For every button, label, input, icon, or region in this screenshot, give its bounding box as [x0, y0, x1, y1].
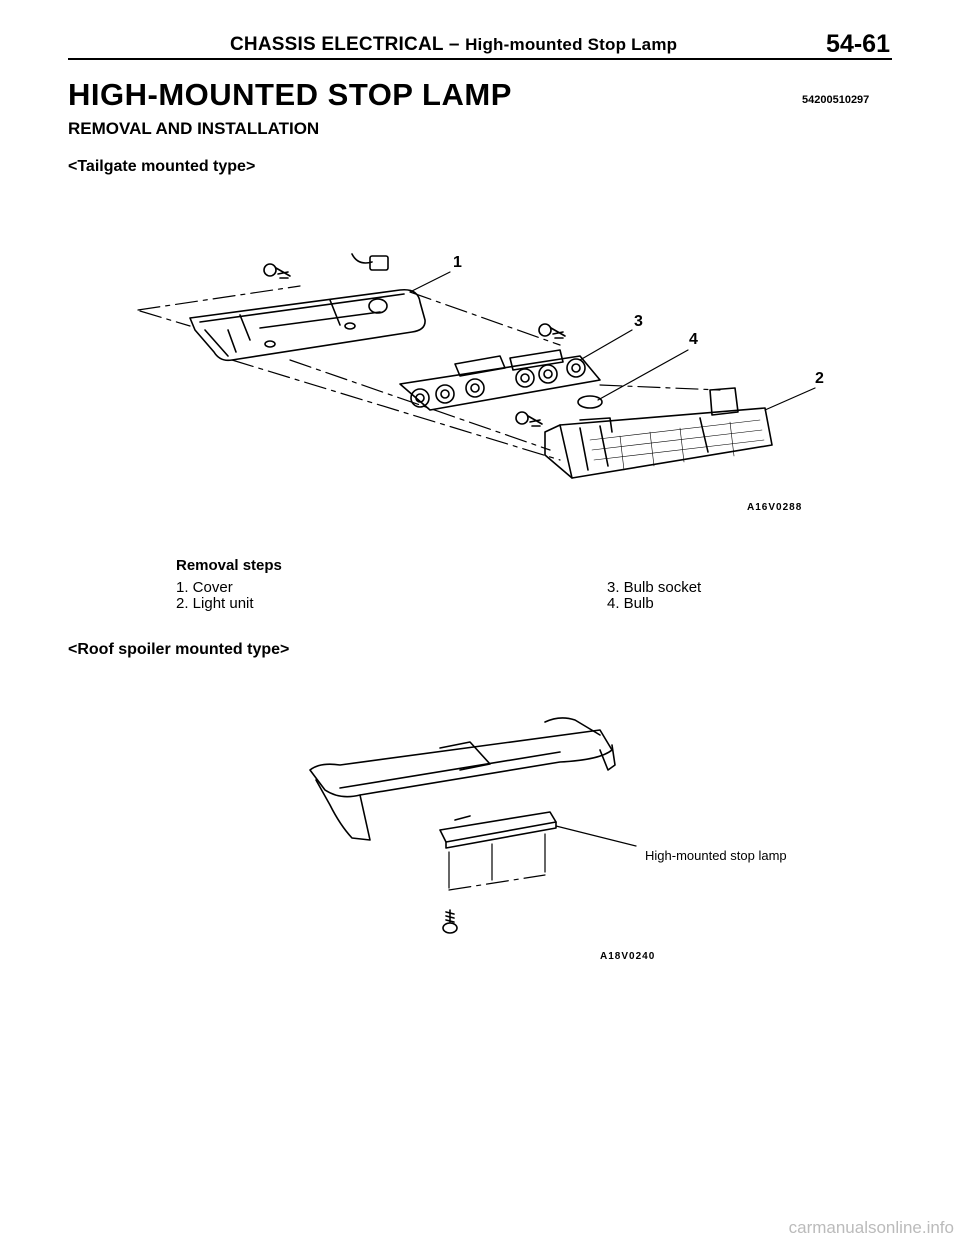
footer-watermark: carmanualsonline.info [788, 1218, 954, 1237]
connector-icon [351, 253, 389, 271]
step-item: 1. Cover [176, 579, 233, 596]
header-topic: High-mounted Stop Lamp [465, 35, 678, 54]
leader-lines [409, 271, 816, 411]
tailgate-exploded-diagram [137, 253, 816, 479]
header-dash: – [448, 34, 460, 55]
step-item: 3. Bulb socket [607, 579, 702, 596]
stop-lamp-unit [439, 811, 557, 849]
callout-2: 2 [815, 370, 824, 387]
alignment-lines [137, 285, 721, 461]
bulb [577, 395, 603, 409]
light-unit [544, 387, 773, 479]
doc-code: 54200510297 [802, 94, 870, 106]
callout-3: 3 [634, 313, 643, 330]
page-number: 54-61 [826, 30, 890, 58]
header-title: CHASSIS ELECTRICAL – High-mounted Stop L… [230, 34, 677, 56]
header-section: CHASSIS ELECTRICAL [230, 34, 444, 55]
screw-icon [263, 263, 291, 279]
section-subtitle: REMOVAL AND INSTALLATION [68, 119, 320, 138]
screw-icon [538, 323, 566, 339]
tailgate-section-label: <Tailgate mounted type> [68, 158, 256, 175]
spoiler-body [309, 717, 616, 841]
header-rule [68, 58, 892, 60]
figure-id-spoiler: A18V0240 [600, 951, 656, 962]
screw-icon [442, 909, 458, 934]
roof-spoiler-section-label: <Roof spoiler mounted type> [68, 641, 290, 658]
callout-1: 1 [453, 254, 462, 271]
high-mounted-stop-lamp-label: High-mounted stop lamp [645, 848, 787, 863]
page-title: HIGH-MOUNTED STOP LAMP [68, 77, 512, 112]
callout-4: 4 [689, 331, 698, 348]
screw-icon [515, 411, 543, 427]
cover-housing [189, 288, 426, 362]
removal-steps-title: Removal steps [176, 557, 282, 574]
step-item: 2. Light unit [176, 595, 254, 612]
step-item: 4. Bulb [607, 595, 654, 612]
figure-id-tailgate: A16V0288 [747, 502, 803, 513]
bulb-socket-assembly [399, 349, 601, 411]
spoiler-guides [448, 825, 637, 891]
